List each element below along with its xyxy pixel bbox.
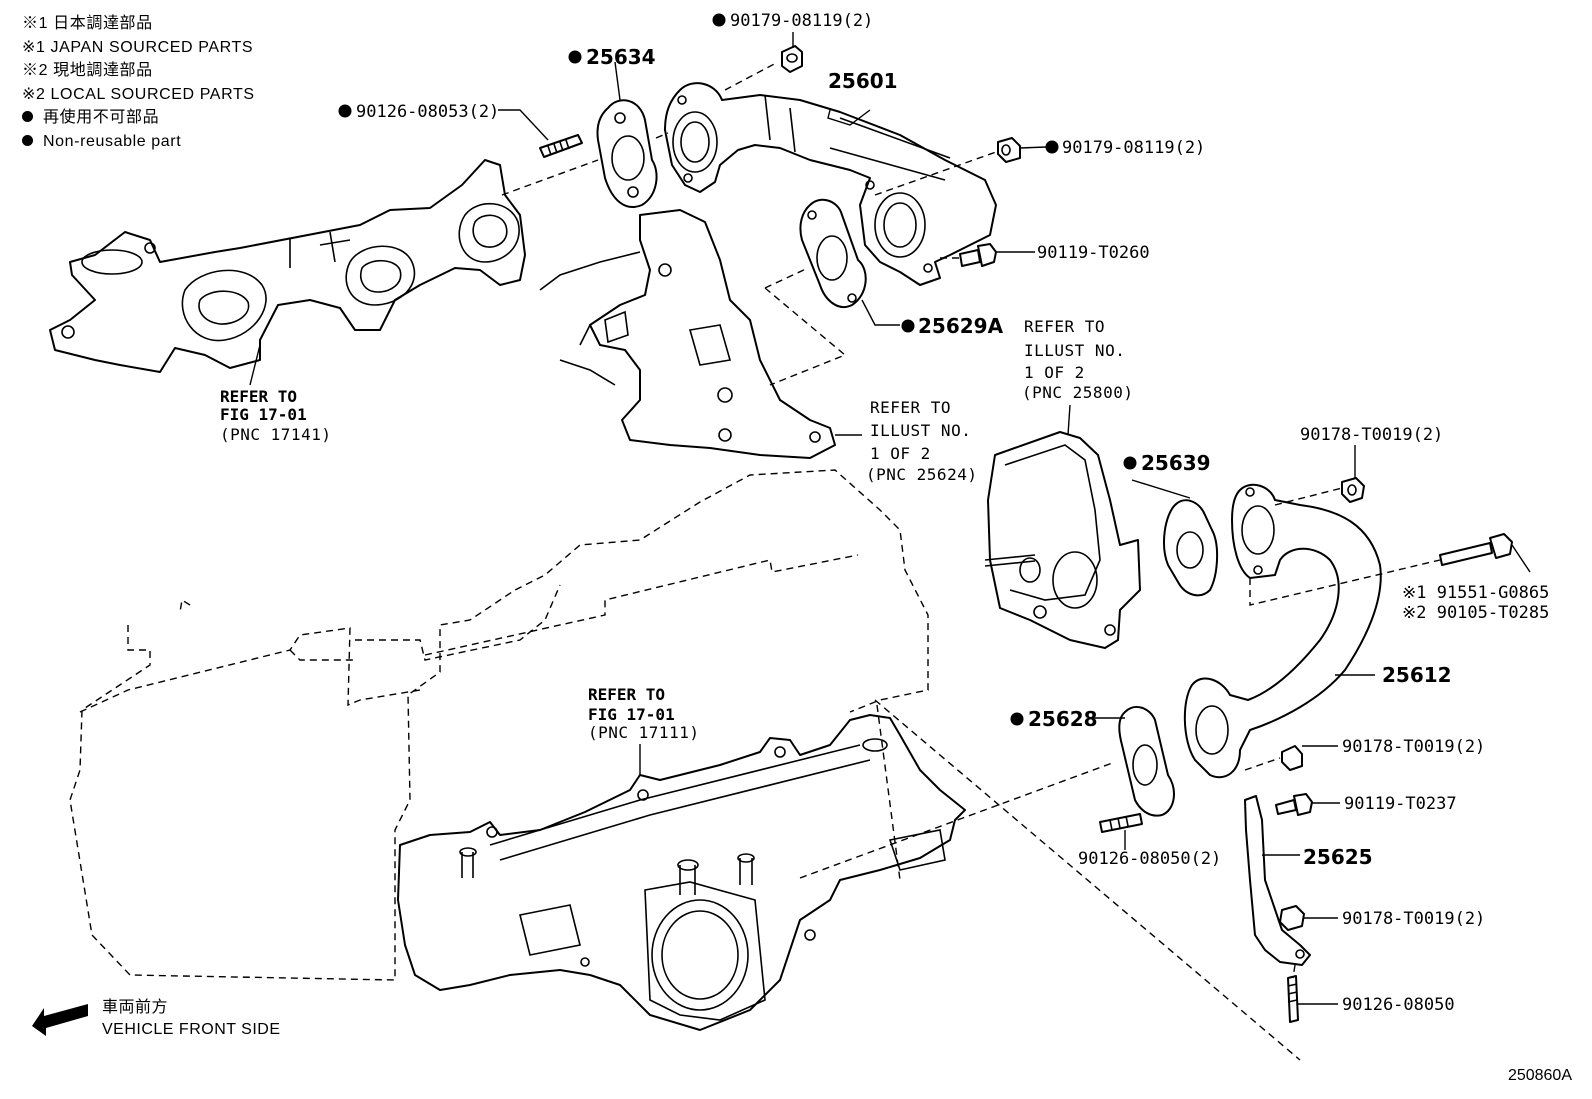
ref-17141-line2: FIG 17-01: [220, 405, 307, 424]
label-90126-08050: 90126-08050: [1342, 995, 1455, 1015]
label-90179-right: 90179-08119(2): [1062, 138, 1205, 158]
label-25612: 25612: [1382, 663, 1452, 687]
label-90126-08053: 90126-08053(2): [356, 102, 499, 122]
egr-pipe-25601: [664, 82, 997, 286]
gasket-25628: [1118, 705, 1175, 817]
non-reusable-mark-icon: [568, 50, 582, 64]
label-25601: 25601: [828, 69, 898, 93]
non-reusable-bullet-icon: [22, 111, 33, 122]
ref-pnc-25624: REFER TO ILLUST NO. 1 OF 2 (PNC 25624): [866, 398, 977, 484]
nut-90178-top: [1341, 477, 1365, 503]
alignment-lines: [501, 61, 1441, 1061]
intake-manifold: [397, 714, 966, 1031]
engine-block-outline: [69, 469, 929, 981]
gasket-25639: [1163, 499, 1219, 597]
label-25639: 25639: [1141, 451, 1211, 475]
non-reusable-mark-icon: [712, 13, 726, 27]
label-90119-T0237: 90119-T0237: [1344, 794, 1457, 814]
egr-pipe-25612: [1183, 483, 1382, 779]
ref-pnc-17141: REFER TO FIG 17-01 (PNC 17141): [220, 387, 331, 444]
non-reusable-mark-icon: [1045, 140, 1059, 154]
exhaust-manifold: [49, 159, 526, 373]
label-90179-top: 90179-08119(2): [730, 11, 873, 31]
legend-line-5: 再使用不可部品: [22, 106, 255, 130]
front-arrow-icon: [32, 1004, 88, 1036]
nut-90179-top: [781, 45, 803, 73]
non-reusable-bullet-icon: [22, 134, 33, 146]
reference-notes: REFER TO FIG 17-01 (PNC 17141) REFER TO …: [220, 317, 1133, 742]
egr-bracket-25624: [539, 209, 836, 459]
egr-cooler-25800: [984, 431, 1141, 649]
non-reusable-mark-icon: [1123, 456, 1137, 470]
ref-17141-line1: REFER TO: [220, 387, 297, 406]
ref-25624-line1: REFER TO: [870, 398, 951, 417]
legend-line-2: ※1 JAPAN SOURCED PARTS: [22, 38, 254, 56]
label-25634: 25634: [586, 45, 656, 69]
non-reusable-mark-icon: [338, 104, 352, 118]
ref-pnc-17111: REFER TO FIG 17-01 (PNC 17111): [588, 685, 699, 742]
ref-25800-line3: 1 OF 2: [1024, 363, 1085, 382]
bracket-25625: [1244, 795, 1311, 966]
bolt-91551: [1439, 533, 1513, 566]
bolt-90119-T0237: [1275, 793, 1313, 816]
label-25628: 25628: [1028, 707, 1098, 731]
front-label-en: VEHICLE FRONT SIDE: [102, 1021, 281, 1038]
ref-25624-line4: (PNC 25624): [866, 465, 977, 484]
label-90178-mid: 90178-T0019(2): [1342, 737, 1485, 757]
legend-line-5-text: 再使用不可部品: [43, 109, 160, 126]
ref-25800-line2: ILLUST NO.: [1024, 341, 1125, 360]
nut-90178-low: [1279, 905, 1305, 931]
ref-25624-line2: ILLUST NO.: [870, 421, 971, 440]
ref-17141-line3: (PNC 17141): [220, 425, 331, 444]
diagram-code: 250860A: [1507, 1067, 1572, 1084]
front-label-jp: 車両前方: [102, 999, 169, 1016]
stud-90126-08050: [1287, 975, 1299, 1023]
ref-17111-line3: (PNC 17111): [588, 723, 699, 742]
ref-25800-line4: (PNC 25800): [1022, 383, 1133, 402]
label-25629A: 25629A: [918, 314, 1004, 338]
ref-pnc-25800: REFER TO ILLUST NO. 1 OF 2 (PNC 25800): [1022, 317, 1133, 402]
label-91551: ※1 91551-G0865: [1402, 583, 1549, 603]
ref-25624-line3: 1 OF 2: [870, 444, 931, 463]
legend-line-6-text: Non-reusable part: [43, 132, 182, 150]
gasket-25634: [596, 99, 658, 208]
label-90178-low: 90178-T0019(2): [1342, 909, 1485, 929]
label-25625: 25625: [1303, 845, 1373, 869]
legend-line-6: Non-reusable part: [22, 130, 255, 154]
leader-lines: [249, 32, 1531, 1005]
stud-90126-08053: [539, 134, 583, 158]
stud-90126-08050-double: [1099, 813, 1143, 833]
label-90178-top: 90178-T0019(2): [1300, 425, 1443, 445]
label-90119-T0260: 90119-T0260: [1037, 243, 1150, 263]
legend: ※1 日本調達部品 ※1 JAPAN SOURCED PARTS ※2 現地調達…: [22, 12, 255, 153]
non-reusable-mark-icon: [901, 319, 915, 333]
bolt-90119-T0260: [959, 243, 997, 267]
legend-line-4: ※2 LOCAL SOURCED PARTS: [22, 85, 255, 103]
gasket-25629A: [799, 198, 867, 308]
nut-90178-mid: [1281, 745, 1303, 771]
label-90105: ※2 90105-T0285: [1402, 603, 1549, 623]
legend-line-1: ※1 日本調達部品: [22, 15, 153, 32]
non-reusable-mark-icon: [1010, 712, 1024, 726]
part-labels: 25634 90179-08119(2) 25601 90126-08053(2…: [338, 11, 1549, 1015]
vehicle-front-indicator: 車両前方 VEHICLE FRONT SIDE: [30, 992, 280, 1043]
nut-90179-right: [997, 137, 1021, 163]
label-90126-08050-double: 90126-08050(2): [1078, 849, 1221, 869]
ref-17111-line1: REFER TO: [588, 685, 665, 704]
ref-25800-line1: REFER TO: [1024, 317, 1105, 336]
ref-17111-line2: FIG 17-01: [588, 705, 675, 724]
legend-line-3: ※2 現地調達部品: [22, 62, 153, 79]
